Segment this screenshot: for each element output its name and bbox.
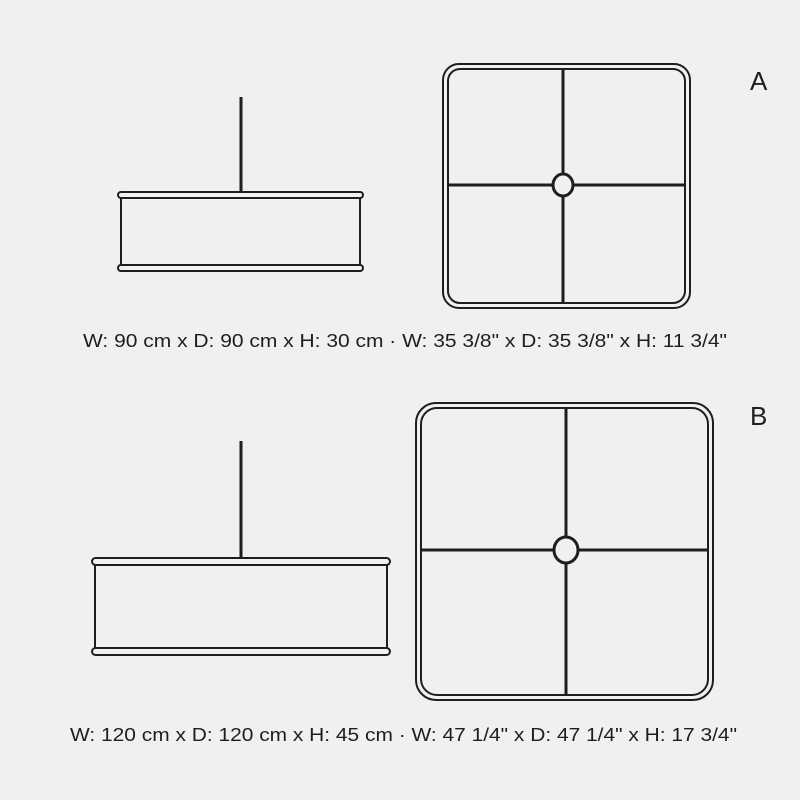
variant-b: B W: 120 cm x D: 120 cm x H: 45 cm · W: … <box>70 401 767 745</box>
bottom-rim <box>91 647 391 656</box>
center-hub <box>551 172 575 198</box>
dimensions-text-a: W: 90 cm x D: 90 cm x H: 30 cm · W: 35 3… <box>83 331 727 351</box>
variant-label-b: B <box>750 401 767 431</box>
bottom-rim <box>117 264 364 272</box>
variant-a: A W: 90 cm x D: 90 cm x H: 30 cm · W: 35… <box>83 63 768 351</box>
center-hub <box>552 535 580 565</box>
variant-label-a: A <box>750 66 768 96</box>
side-view-b <box>91 441 391 656</box>
side-view-a <box>117 97 364 272</box>
top-view-b <box>415 402 714 701</box>
dimensions-text-b: W: 120 cm x D: 120 cm x H: 45 cm · W: 47… <box>70 725 737 745</box>
outer-frame <box>415 402 714 701</box>
top-view-a <box>442 63 691 309</box>
outer-frame <box>442 63 691 309</box>
